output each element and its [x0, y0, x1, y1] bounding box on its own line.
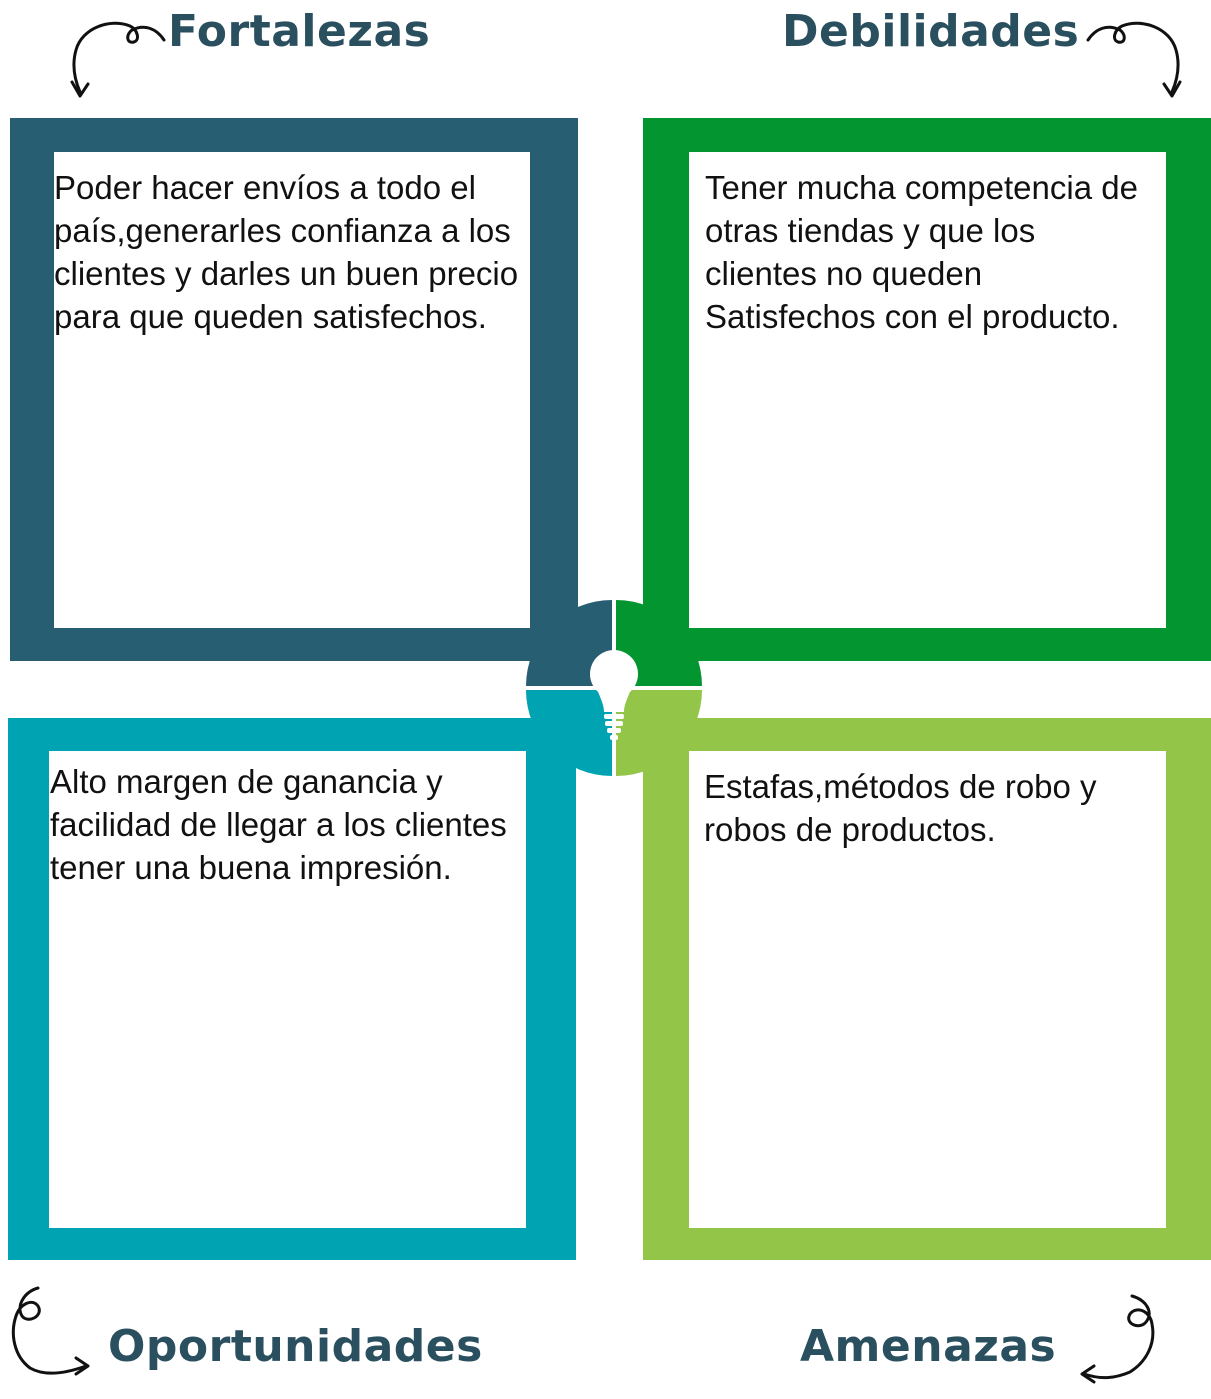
- text-box-amenazas[interactable]: Estafas,métodos de robo y robos de produ…: [689, 751, 1166, 1228]
- heading-oportunidades: Oportunidades: [108, 1321, 483, 1372]
- quadrant-amenazas: Estafas,métodos de robo y robos de produ…: [643, 718, 1211, 1260]
- hub-quarter-debilidades: [616, 600, 702, 686]
- text-fortalezas: Poder hacer envíos a todo el país,genera…: [54, 169, 519, 335]
- text-box-debilidades[interactable]: Tener mucha competencia de otras tiendas…: [689, 152, 1166, 628]
- text-amenazas: Estafas,métodos de robo y robos de produ…: [704, 768, 1097, 848]
- curly-arrow-icon: [1086, 21, 1182, 98]
- text-box-oportunidades[interactable]: Alto margen de ganancia y facilidad de l…: [49, 751, 526, 1228]
- heading-fortalezas: Fortalezas: [168, 6, 431, 57]
- text-oportunidades: Alto margen de ganancia y facilidad de l…: [50, 763, 507, 886]
- curly-arrow-icon: [11, 1286, 90, 1376]
- lightbulb-icon: [590, 650, 638, 740]
- hub-quarter-amenazas: [616, 690, 702, 776]
- text-debilidades: Tener mucha competencia de otras tiendas…: [705, 169, 1138, 335]
- curly-arrow-icon: [1080, 1294, 1155, 1384]
- heading-amenazas: Amenazas: [800, 1321, 1057, 1372]
- text-box-fortalezas[interactable]: Poder hacer envíos a todo el país,genera…: [54, 152, 530, 628]
- quadrant-oportunidades: Alto margen de ganancia y facilidad de l…: [8, 718, 576, 1260]
- curly-arrow-icon: [70, 21, 166, 98]
- quadrant-fortalezas: Poder hacer envíos a todo el país,genera…: [10, 118, 578, 661]
- quadrant-debilidades: Tener mucha competencia de otras tiendas…: [643, 118, 1211, 661]
- center-hub: [526, 600, 702, 776]
- hub-quarter-oportunidades: [526, 690, 612, 776]
- hub-quarter-fortalezas: [526, 600, 612, 686]
- heading-debilidades: Debilidades: [782, 6, 1080, 57]
